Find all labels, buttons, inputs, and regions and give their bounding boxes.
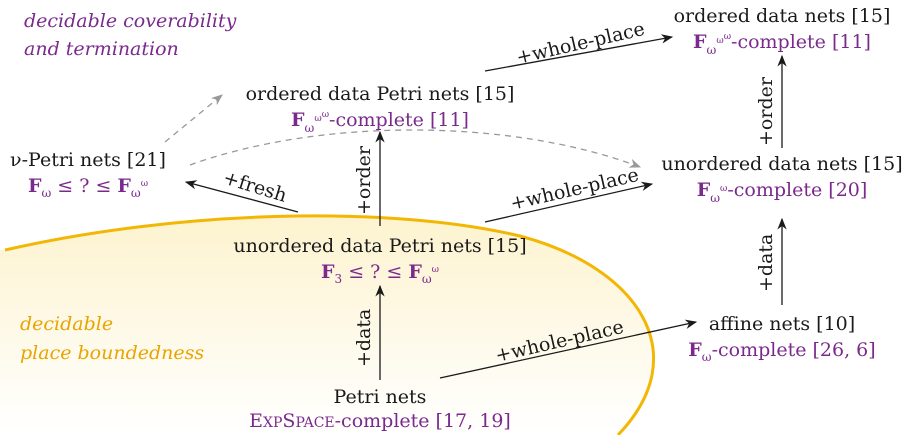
dashed-arrow-nu-to-ordered-data-petri [164, 94, 223, 143]
edge-label-order-right: +order [755, 76, 777, 146]
node-nu-petri-nets: ν-Petri nets [21] Fω ≤ ? ≤ Fωω [10, 149, 166, 200]
node-nu-petri-nets-name: ν-Petri nets [21] [10, 149, 166, 171]
edge-label-data-right: +data [755, 234, 777, 292]
arrow-whole-place-top [484, 34, 674, 72]
node-petri-nets-name: Petri nets [334, 386, 427, 408]
edge-label-whole-place-mid: +whole-place [508, 164, 641, 215]
arrow-whole-place-mid [484, 181, 654, 223]
edge-label-data-mid: +data [353, 309, 375, 367]
arrow-fresh [184, 180, 299, 213]
node-unordered-data-petri-nets: unordered data Petri nets [15] F3 ≤ ? ≤ … [233, 235, 526, 286]
node-ordered-data-petri-nets-name: ordered data Petri nets [15] [246, 83, 515, 105]
node-nu-petri-nets-complexity: Fω ≤ ? ≤ Fωω [28, 175, 148, 200]
node-unordered-data-nets: unordered data nets [15] Fωω-complete [2… [661, 153, 902, 205]
legend-coverability-line1: decidable coverability [24, 10, 237, 32]
node-affine-nets-name: affine nets [10] [709, 313, 855, 335]
node-ordered-data-nets-name: ordered data nets [15] [674, 5, 891, 27]
legend-coverability-line2: and termination [24, 38, 179, 60]
legend-boundedness-line1: decidable [20, 313, 113, 335]
boundedness-region [0, 215, 654, 435]
node-ordered-data-nets-complexity: Fωωω-complete [11] [693, 31, 871, 57]
node-affine-nets-complexity: Fω-complete [26, 6] [688, 339, 875, 364]
node-ordered-data-petri-nets: ordered data Petri nets [15] Fωωω-comple… [246, 83, 515, 135]
node-petri-nets: Petri nets EXPSPACE-complete [17, 19] [249, 386, 511, 432]
node-affine-nets: affine nets [10] Fω-complete [26, 6] [688, 313, 875, 364]
node-unordered-data-nets-name: unordered data nets [15] [661, 153, 902, 175]
boundedness-curve [4, 214, 656, 437]
node-unordered-data-petri-nets-name: unordered data Petri nets [15] [233, 235, 526, 257]
edge-label-whole-place-top: +whole-place [514, 18, 647, 69]
node-unordered-data-petri-nets-complexity: F3 ≤ ? ≤ Fωω [321, 261, 439, 286]
legend-boundedness-line2: place boundedness [20, 342, 204, 364]
arrow-whole-place-bottom [439, 319, 698, 379]
node-ordered-data-nets: ordered data nets [15] Fωωω-complete [11… [674, 5, 891, 57]
node-petri-nets-complexity: EXPSPACE-complete [17, 19] [249, 410, 511, 432]
node-ordered-data-petri-nets-complexity: Fωωω-complete [11] [291, 109, 469, 135]
edge-label-order-mid: +order [353, 145, 375, 215]
dashed-arrow-nu-to-unordered-data-nets [189, 129, 642, 168]
node-unordered-data-nets-complexity: Fωω-complete [20] [697, 179, 868, 205]
